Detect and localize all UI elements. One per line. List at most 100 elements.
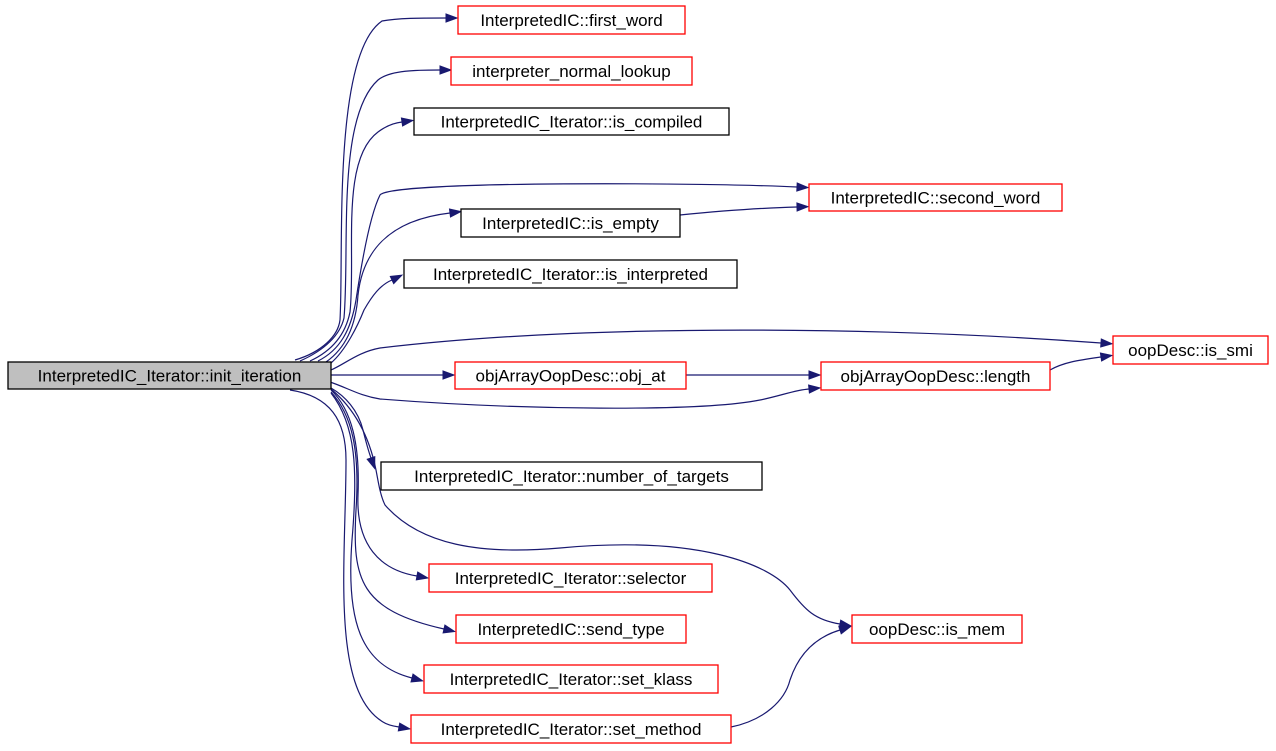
node-box: [403, 259, 738, 289]
edge-root-to-is_empty: [325, 208, 463, 363]
edge-line: [317, 183, 798, 362]
node-label: InterpretedIC_Iterator::is_compiled: [441, 113, 703, 132]
arrow-head: [400, 117, 415, 127]
node-label: InterpretedIC::first_word: [480, 11, 662, 30]
node-box: [413, 107, 730, 136]
edge-root-to-obj_at: [331, 370, 456, 380]
node-second-word[interactable]: InterpretedIC::second_word: [808, 183, 1063, 212]
node-label: objArrayOopDesc::obj_at: [476, 367, 666, 386]
node-length[interactable]: objArrayOopDesc::length: [820, 361, 1051, 391]
edge-line: [309, 121, 403, 362]
edge-line: [330, 389, 418, 577]
arrow-head: [439, 65, 453, 75]
arrow-head: [808, 370, 822, 380]
arrow-head: [448, 208, 463, 218]
node-box: [457, 5, 686, 35]
edge-root-to-second_word: [317, 182, 810, 362]
edge-line: [330, 388, 841, 625]
node-box: [1112, 335, 1269, 365]
edge-line: [289, 389, 400, 728]
node-first-word[interactable]: InterpretedIC::first_word: [457, 5, 686, 35]
edge-line: [294, 17, 447, 361]
arrow-head: [808, 384, 822, 394]
node-label: oopDesc::is_mem: [869, 620, 1005, 639]
node-label: interpreter_normal_lookup: [472, 62, 670, 81]
node-box: [450, 56, 693, 86]
node-number-of-targets: InterpretedIC_Iterator::number_of_target…: [380, 461, 763, 491]
edge-root-to-length: [329, 381, 822, 409]
node-normal-lookup[interactable]: interpreter_normal_lookup: [450, 56, 693, 86]
arrow-head: [442, 370, 456, 380]
edge-root-to-is_smi: [330, 329, 1114, 371]
node-label: InterpretedIC_Iterator::is_interpreted: [433, 265, 708, 284]
node-box: [410, 714, 732, 744]
arrow-head: [838, 625, 852, 635]
node-label: InterpretedIC_Iterator::init_iteration: [38, 367, 302, 386]
edge-root-to-set_klass: [330, 392, 425, 683]
arrow-head: [796, 202, 810, 212]
node-is-compiled: InterpretedIC_Iterator::is_compiled: [413, 107, 730, 136]
nodes-layer: InterpretedIC_Iterator::init_iterationIn…: [7, 5, 1269, 744]
arrow-head: [397, 722, 412, 732]
node-label: InterpretedIC::send_type: [477, 620, 664, 639]
arrow-head: [796, 182, 810, 192]
node-box: [7, 361, 332, 390]
arrow-head: [1099, 352, 1114, 362]
edge-root-to-selector: [330, 389, 430, 581]
node-label: InterpretedIC::second_word: [831, 189, 1041, 208]
arrow-head: [410, 673, 425, 683]
node-label: InterpretedIC_Iterator::number_of_target…: [414, 467, 729, 486]
edge-line: [1049, 356, 1102, 371]
edge-line: [679, 206, 798, 216]
node-obj-at[interactable]: objArrayOopDesc::obj_at: [454, 361, 687, 390]
node-box: [808, 183, 1063, 212]
node-is-mem[interactable]: oopDesc::is_mem: [851, 614, 1023, 644]
arrow-head: [1100, 338, 1114, 348]
edge-line: [330, 392, 413, 679]
edges-layer: [289, 13, 1114, 732]
node-box: [455, 614, 687, 644]
arrow-head: [415, 571, 430, 581]
node-label: InterpretedIC::is_empty: [482, 214, 659, 233]
edge-line: [330, 329, 1102, 371]
node-box: [428, 563, 713, 593]
node-box: [423, 664, 719, 694]
node-label: InterpretedIC_Iterator::selector: [455, 569, 687, 588]
node-label: oopDesc::is_smi: [1128, 341, 1253, 360]
edge-length-to-is_smi: [1049, 352, 1114, 371]
edge-root-to-set_method: [289, 389, 412, 732]
node-is-empty: InterpretedIC::is_empty: [460, 208, 681, 238]
edge-set_method-to-is_mem: [730, 625, 852, 728]
node-box: [380, 461, 763, 491]
edge-line: [329, 381, 810, 409]
node-send-type[interactable]: InterpretedIC::send_type: [455, 614, 687, 644]
node-box: [851, 614, 1023, 644]
edge-root-to-first_word: [294, 13, 459, 361]
node-is-smi[interactable]: oopDesc::is_smi: [1112, 335, 1269, 365]
edge-line: [299, 69, 441, 362]
arrow-head: [442, 624, 457, 634]
edge-obj_at-to-length: [686, 370, 822, 380]
edge-line: [730, 629, 841, 728]
edge-root-to-is_compiled: [309, 117, 415, 362]
node-set-klass[interactable]: InterpretedIC_Iterator::set_klass: [423, 664, 719, 694]
node-label: objArrayOopDesc::length: [841, 367, 1031, 386]
node-is-interpreted: InterpretedIC_Iterator::is_interpreted: [403, 259, 738, 289]
edge-root-to-normal_lookup: [299, 65, 453, 362]
edge-is_empty-to-second_word: [679, 202, 810, 216]
node-box: [820, 361, 1051, 391]
node-set-method[interactable]: InterpretedIC_Iterator::set_method: [410, 714, 732, 744]
edge-line: [325, 212, 451, 363]
edge-line: [330, 279, 393, 364]
arrow-head: [445, 13, 459, 23]
edge-line: [330, 391, 445, 630]
node-label: InterpretedIC_Iterator::set_method: [441, 720, 702, 739]
node-selector[interactable]: InterpretedIC_Iterator::selector: [428, 563, 713, 593]
node-root: InterpretedIC_Iterator::init_iteration: [7, 361, 332, 390]
node-box: [460, 208, 681, 238]
edge-root-to-is_interpreted: [330, 274, 404, 364]
node-label: InterpretedIC_Iterator::set_klass: [450, 670, 693, 689]
edge-root-to-send_type: [330, 391, 457, 634]
node-box: [454, 361, 687, 390]
